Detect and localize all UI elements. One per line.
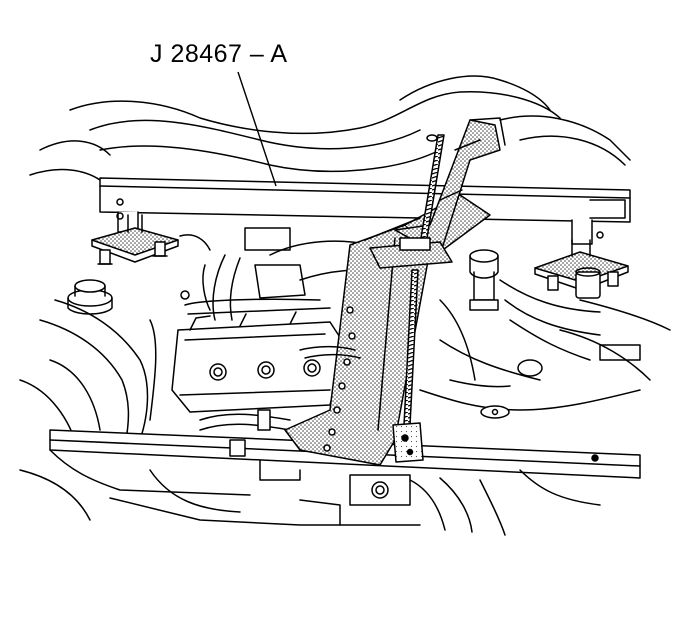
upper-hook-arm	[394, 117, 506, 256]
lower-hose	[199, 409, 291, 431]
support-crossbar	[99, 177, 631, 245]
left-support-foot	[91, 214, 211, 265]
tool-callout-label: J 28467 – A	[150, 40, 288, 68]
hood-outline	[29, 75, 631, 181]
valve-cover	[171, 298, 346, 413]
callout-leader-line	[237, 71, 277, 187]
crossbar-swivel	[369, 134, 453, 269]
right-support-foot	[534, 239, 629, 299]
rod-hook-clamp	[392, 422, 424, 463]
engine-parts-right	[419, 249, 671, 419]
engine-hoses-left	[19, 227, 381, 451]
